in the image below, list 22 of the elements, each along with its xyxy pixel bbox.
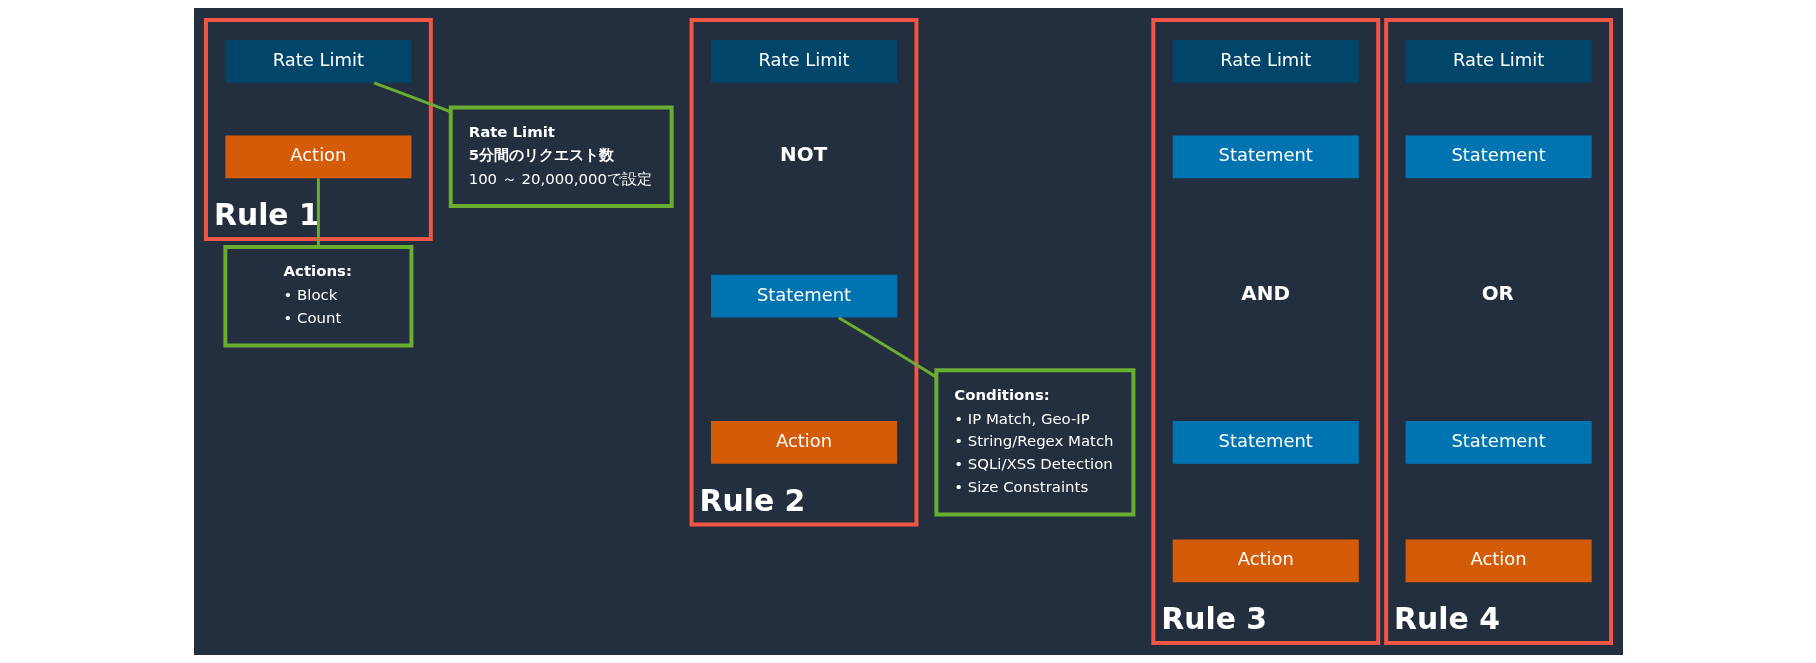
label: OR — [1481, 282, 1514, 306]
node-box: Action — [224, 135, 411, 179]
node-box: Rate Limit 5分間のリクエスト数 100 ～ 20,000,000で設定 — [448, 105, 674, 209]
node-box: Statement — [1405, 421, 1592, 464]
connector — [837, 316, 937, 379]
node-box: Rate Limit — [1172, 39, 1359, 83]
node-box: Conditions: • IP Match, Geo-IP • String/Regex Match • SQLi/XSS Detection • Size Constraints — [933, 368, 1135, 517]
label: NOT — [779, 142, 827, 166]
node-box: Statement — [1172, 135, 1359, 179]
node-box: Statement — [1172, 421, 1359, 464]
node-box: Statement — [1405, 135, 1592, 179]
node-box: Rate Limit — [710, 39, 897, 83]
node-box: Rate Limit — [1405, 39, 1592, 83]
node-box: Statement — [710, 274, 897, 318]
node-box: Rate Limit — [224, 39, 411, 83]
node-box: Action — [1405, 539, 1592, 583]
label: AND — [1240, 282, 1290, 306]
connector — [373, 81, 451, 114]
node-box: Action — [710, 421, 897, 464]
node-box: Action — [1172, 539, 1359, 583]
node-box: Actions: • Block • Count — [222, 244, 413, 348]
connector — [316, 178, 320, 247]
